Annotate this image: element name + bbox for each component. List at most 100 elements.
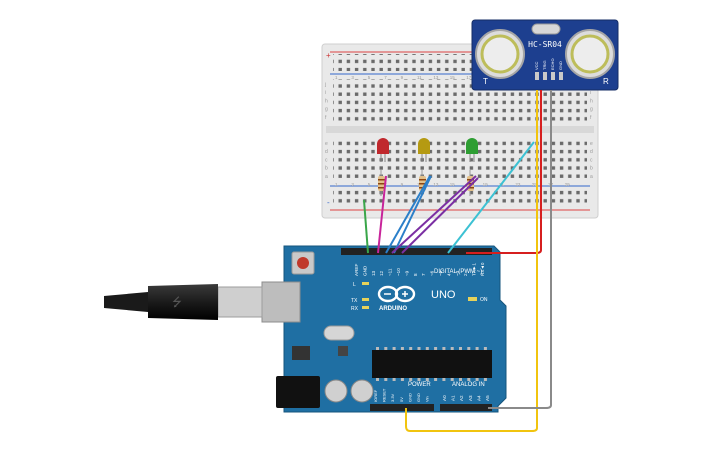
- sensor-model-label: HC-SR04: [528, 40, 562, 49]
- resistor-band: [378, 183, 385, 185]
- row-label-right: c: [590, 157, 593, 163]
- usb-cable: ⭍: [104, 281, 301, 323]
- crystal: [323, 325, 355, 341]
- digital-pin-label: AREF: [354, 264, 359, 276]
- sensor-pin: [535, 72, 539, 80]
- digital-pin-label: 4: [446, 273, 451, 276]
- chip-pin: [409, 378, 413, 381]
- wire-cyan: [447, 141, 535, 254]
- chip-pin: [483, 378, 487, 381]
- chip-pin: [442, 378, 446, 381]
- analog-pin-label: A3: [468, 395, 473, 401]
- row-label-right: e: [590, 141, 593, 147]
- chip-pin: [459, 378, 462, 381]
- wire-magenta: [377, 175, 387, 254]
- l-led-label: L: [353, 282, 356, 288]
- row-label-right: g: [590, 107, 593, 113]
- chip-pin: [475, 378, 479, 381]
- sensor-pin: [559, 72, 563, 80]
- digital-pin-label: 2: [463, 273, 468, 276]
- usb-plug-housing: [148, 284, 218, 320]
- chip-pin: [425, 347, 429, 350]
- analog-pin-label: A5: [485, 395, 490, 401]
- digital-pin-label: ~9: [404, 270, 409, 276]
- digital-pin-label: RX◄0: [480, 262, 485, 276]
- row-label-right: a: [590, 174, 593, 180]
- wire-gray: [488, 90, 552, 409]
- tx-led: [362, 298, 369, 301]
- led-body: [418, 138, 430, 154]
- column-label: 5: [368, 182, 371, 187]
- chip-pin: [417, 378, 421, 381]
- sensor-pin-label: TRIG: [542, 60, 547, 70]
- usb-plug-metal: [217, 286, 263, 318]
- tx-led-label: TX: [351, 298, 358, 304]
- digital-pin-label: TX►1: [472, 263, 477, 276]
- receiver-mesh: [570, 34, 610, 74]
- row-label-right: b: [590, 166, 593, 172]
- l-led: [362, 282, 369, 285]
- power-header: [370, 404, 434, 411]
- digital-pin-label: ~5: [438, 270, 443, 276]
- wire-green: [363, 199, 369, 254]
- power-pin-label: 5V: [399, 397, 404, 402]
- rail-minus-label-bottom: -: [327, 198, 330, 207]
- bottom-terminal-holes: [333, 138, 587, 180]
- digital-pin-label: ~11: [388, 268, 393, 276]
- analog-label: ANALOG IN: [452, 382, 485, 388]
- wire-purple: [401, 177, 479, 254]
- chip-pin: [450, 347, 454, 350]
- chip-pin: [434, 378, 438, 381]
- led-body: [466, 138, 478, 154]
- column-label: 9: [401, 75, 404, 80]
- row-label-left: b: [325, 166, 328, 172]
- chip-pin: [467, 378, 471, 381]
- row-label-left: e: [325, 141, 328, 147]
- wires: [363, 90, 552, 432]
- row-label-right: i: [590, 90, 591, 96]
- sensor-pin: [551, 72, 555, 80]
- dc-power-jack: [276, 376, 320, 408]
- reset-button[interactable]: [297, 257, 309, 269]
- row-label-left: c: [325, 157, 328, 163]
- chip-pin: [434, 347, 438, 350]
- rail-plus-label-top: +: [326, 51, 331, 60]
- uno-model-label: UNO: [431, 289, 456, 301]
- chip-pin: [400, 347, 404, 350]
- chip-pin: [425, 378, 429, 381]
- wire-blue: [385, 175, 431, 254]
- sensor-pin: [543, 72, 547, 80]
- wire-blue: [393, 175, 432, 254]
- analog-pin-label: A4: [476, 395, 481, 401]
- arduino-logo: [377, 285, 416, 303]
- digital-label: DIGITAL (PWM ~): [434, 269, 482, 275]
- chip-pin: [376, 378, 379, 381]
- row-label-left: d: [325, 149, 328, 155]
- digital-pin-label: GND: [362, 265, 367, 276]
- chip-pin: [376, 347, 379, 350]
- row-label-left: h: [325, 98, 328, 104]
- on-label: ON: [480, 297, 488, 303]
- resistor-band: [419, 179, 426, 181]
- chip-pin: [392, 378, 396, 381]
- analog-header: [440, 404, 492, 411]
- row-label-right: f: [590, 115, 592, 121]
- power-label: POWER: [408, 382, 431, 388]
- led-green: [466, 138, 478, 162]
- chip-pin: [483, 347, 487, 350]
- chip-pin: [442, 347, 446, 350]
- row-label-left: g: [325, 107, 328, 113]
- analog-pin-label: A0: [442, 395, 447, 401]
- led-red: [377, 138, 389, 162]
- arduino-brand-label: ARDUINO: [379, 306, 407, 312]
- column-label: 5: [368, 75, 371, 80]
- power-pin-label: IOREF: [373, 389, 378, 402]
- digital-header-right: [424, 248, 492, 255]
- led-yellow: [418, 138, 430, 162]
- column-label: 9: [401, 182, 404, 187]
- digital-pin-label: 7: [421, 273, 426, 276]
